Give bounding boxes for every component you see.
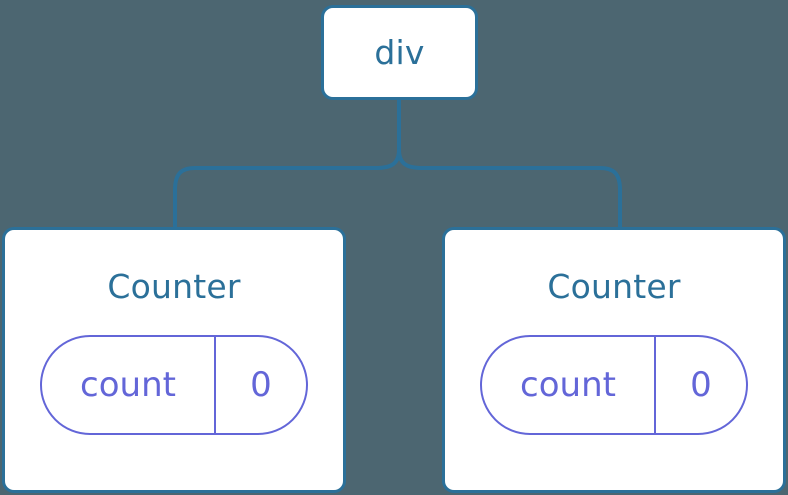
connector-branch-left (173, 148, 401, 231)
root-node-label: div (374, 33, 425, 72)
state-key-label: count (80, 365, 176, 405)
state-value-label: 0 (690, 365, 712, 405)
state-value-cell: 0 (216, 337, 306, 433)
component-title: Counter (547, 267, 681, 306)
component-card-counter-right[interactable]: Counter count 0 (442, 227, 786, 493)
component-card-counter-left[interactable]: Counter count 0 (2, 227, 346, 493)
state-value-label: 0 (250, 365, 272, 405)
state-key-label: count (520, 365, 616, 405)
root-node-div[interactable]: div (321, 5, 478, 100)
connector-branch-right (397, 148, 622, 231)
state-key-cell: count (482, 337, 656, 433)
component-title: Counter (107, 267, 241, 306)
state-value-cell: 0 (656, 337, 746, 433)
state-pill[interactable]: count 0 (480, 335, 748, 435)
state-pill[interactable]: count 0 (40, 335, 308, 435)
state-key-cell: count (42, 337, 216, 433)
